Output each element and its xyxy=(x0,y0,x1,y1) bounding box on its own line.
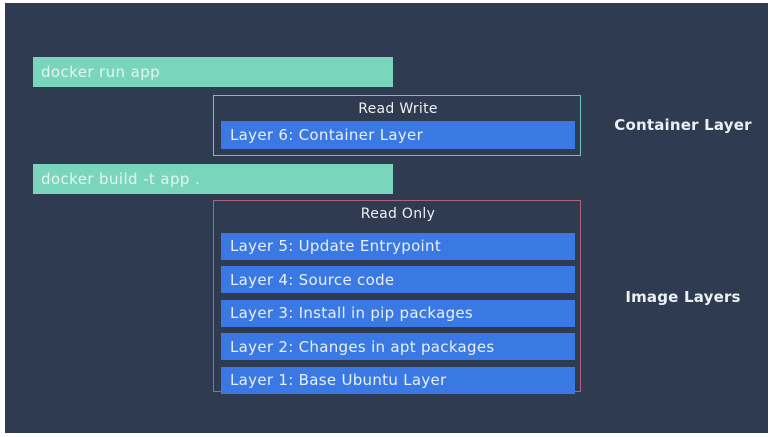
layer-2-bar: Layer 2: Changes in apt packages xyxy=(221,333,575,360)
docker-run-command-bar: docker run app xyxy=(33,57,393,87)
layer-1-bar: Layer 1: Base Ubuntu Layer xyxy=(221,366,575,394)
layer-3-bar: Layer 3: Install in pip packages xyxy=(221,299,575,327)
layer-5-bar: Layer 5: Update Entrypoint xyxy=(221,232,575,260)
image-layers-label: Image Layers xyxy=(625,288,741,306)
read-only-group: Read Only Layer 5: Update Entrypoint Lay… xyxy=(213,200,581,394)
diagram-background: docker run app Read Write Layer 6: Conta… xyxy=(5,3,768,433)
layer-4-bar: Layer 4: Source code xyxy=(221,266,575,293)
read-write-group: Read Write Layer 6: Container Layer xyxy=(213,95,581,156)
read-write-header: Read Write xyxy=(358,100,438,117)
docker-build-command-bar: docker build -t app . xyxy=(33,164,393,194)
read-only-header: Read Only xyxy=(360,205,436,222)
container-layer-label: Container Layer xyxy=(614,116,752,134)
layer-6-container-layer-bar: Layer 6: Container Layer xyxy=(221,121,575,149)
